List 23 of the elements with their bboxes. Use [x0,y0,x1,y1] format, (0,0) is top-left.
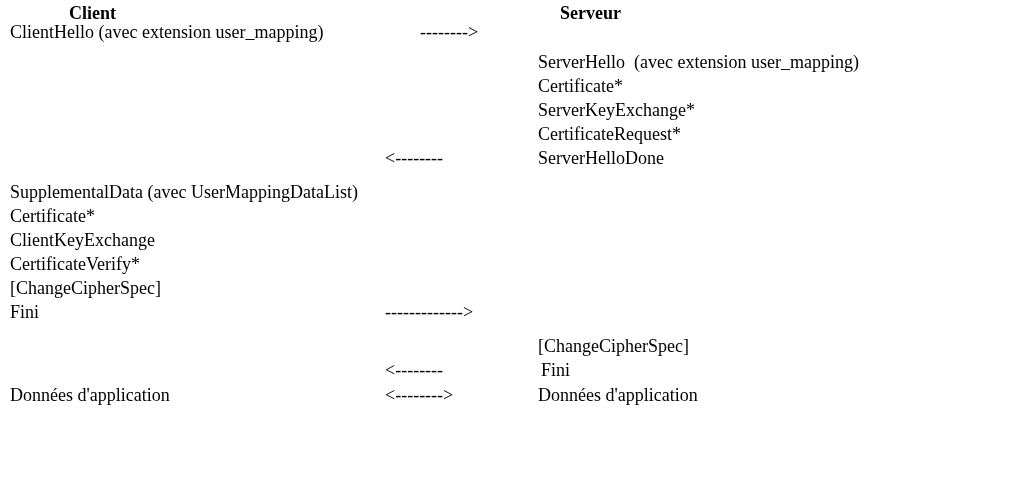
ascii-arrow: -------------> [385,302,474,322]
message-text: ServerHelloDone [538,148,664,168]
message-text: ServerHello (avec extension user_mapping) [538,52,859,72]
message-text: CertificateRequest* [538,124,681,144]
message-text: [ChangeCipherSpec] [538,336,689,356]
ascii-arrow: <-------- [385,148,444,168]
message-text: Certificate* [10,206,95,226]
message-text: Données d'application [538,385,698,405]
message-text: Fini [10,302,39,322]
message-text: ClientHello (avec extension user_mapping) [10,22,324,42]
ascii-arrow: <--------> [385,385,454,405]
ascii-arrow: <-------- [385,360,444,380]
message-text: ClientKeyExchange [10,230,155,250]
message-text: CertificateVerify* [10,254,140,274]
column-heading: Client [69,3,116,23]
message-text: ServerKeyExchange* [538,100,695,120]
message-text: [ChangeCipherSpec] [10,278,161,298]
message-text: SupplementalData (avec UserMappingDataList) [10,182,358,202]
message-text: Données d'application [10,385,170,405]
column-heading: Serveur [560,3,621,23]
ascii-arrow: --------> [420,22,479,42]
message-text: Certificate* [538,76,623,96]
message-text: Fini [541,360,570,380]
